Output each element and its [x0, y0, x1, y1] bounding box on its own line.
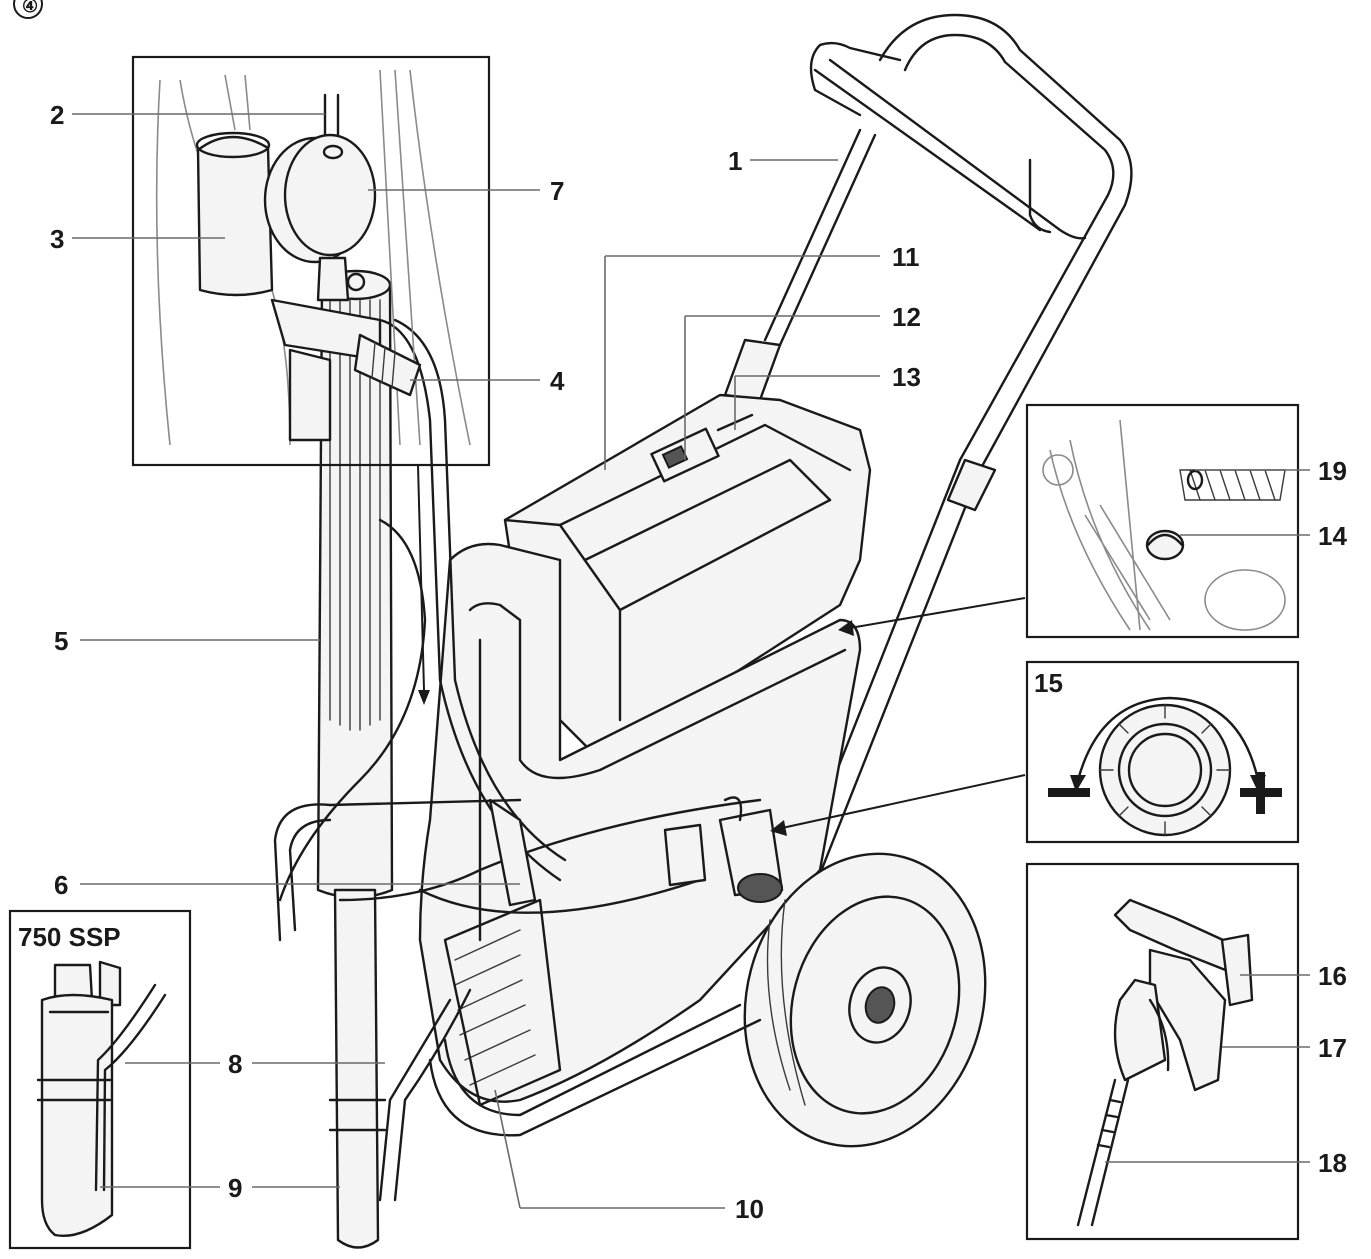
callout-12: 12 — [892, 302, 921, 332]
pressure-knob-icon — [718, 796, 784, 903]
callout-2: 2 — [50, 100, 64, 130]
inset-15-label: 15 — [1034, 668, 1063, 698]
callout-11: 11 — [892, 242, 920, 272]
inset-pressure-control: 15 — [1025, 660, 1300, 844]
callout-7: 7 — [550, 176, 564, 206]
callout-17: 17 — [1318, 1033, 1347, 1063]
leader-lines — [80, 159, 1026, 1209]
callout-3: 3 — [50, 224, 64, 254]
callout-13: 13 — [892, 362, 921, 392]
svg-text:④: ④ — [22, 0, 38, 16]
pressure-gauge-icon — [263, 93, 377, 302]
figure-number: ④ — [13, 0, 43, 19]
inset-pressure-gauge — [72, 55, 540, 467]
callout-8: 8 — [228, 1049, 242, 1079]
callout-14: 14 — [1318, 521, 1347, 551]
inset-spray-gun — [1025, 862, 1310, 1241]
pump-filter-cylinder — [316, 269, 394, 1249]
inset-top-detail — [1025, 403, 1310, 639]
callout-numbers: 1 2 3 4 5 6 7 8 9 10 11 12 13 14 16 17 1… — [50, 100, 1347, 1224]
inset-750-ssp-label: 750 SSP — [18, 922, 121, 952]
minus-icon — [1048, 788, 1090, 797]
spray-gun-icon — [1076, 898, 1254, 1227]
callout-9: 9 — [228, 1173, 242, 1203]
callout-5: 5 — [54, 626, 68, 656]
callout-1: 1 — [728, 146, 742, 176]
wheel-icon — [743, 852, 987, 1148]
callout-16: 16 — [1318, 961, 1347, 991]
callout-10: 10 — [735, 1194, 764, 1224]
callout-6: 6 — [54, 870, 68, 900]
sprayer-main-unit — [273, 13, 1133, 1249]
callout-18: 18 — [1318, 1148, 1347, 1178]
callout-19: 19 — [1318, 456, 1347, 486]
inset-750-ssp: 750 SSP — [8, 909, 220, 1250]
callout-4: 4 — [550, 366, 565, 396]
